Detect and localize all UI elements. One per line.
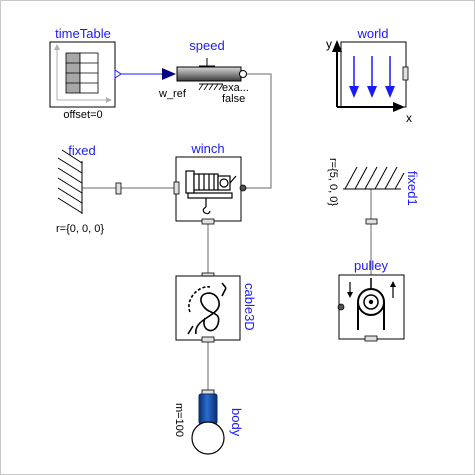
cable3d-block[interactable]: cable3D [175, 272, 257, 343]
world-frame-port[interactable] [402, 66, 409, 81]
speed-shaft [176, 66, 242, 82]
speed-label: speed [189, 38, 224, 53]
time-table-output-port[interactable] [114, 69, 122, 79]
time-table-y-arrow [54, 44, 60, 50]
table-grid-icon [65, 52, 99, 94]
world-x-arrow [393, 102, 405, 112]
speed-input-label: w_ref [158, 88, 187, 100]
speed-support-hatch [198, 83, 224, 91]
fixed1-param: r={5, 0, 0} [327, 158, 339, 206]
speed-input-port[interactable] [162, 68, 176, 80]
rotational-connection[interactable] [243, 73, 272, 189]
time-table-block[interactable]: timeTable offset=0 [49, 26, 122, 121]
pulley-icon [347, 278, 396, 330]
knot-icon [187, 282, 227, 335]
fixed1-ground-hatch [344, 166, 405, 190]
winch-label: winch [190, 141, 224, 156]
fixed1-frame-port[interactable] [365, 218, 378, 225]
cable3d-bottom-port[interactable] [201, 336, 215, 343]
pulley-block[interactable]: pulley [337, 258, 405, 342]
pulley-label: pulley [354, 258, 388, 273]
body-label: body [229, 408, 244, 437]
world-axis-x-label: x [406, 111, 412, 125]
body-rod [198, 393, 218, 425]
pulley-bottom-port[interactable] [364, 335, 378, 342]
pulley-flange-port[interactable] [337, 303, 345, 311]
fixed-ground-hatch [57, 149, 83, 214]
world-y-arrow [332, 40, 342, 52]
fixed-label: fixed [68, 143, 95, 158]
time-table-label: timeTable [55, 26, 111, 41]
body-block[interactable]: body m=100 [173, 389, 244, 455]
speed-param-exact: exa... [222, 82, 249, 94]
speed-block[interactable]: speed w_ref exa... false [158, 38, 249, 105]
fixed1-block[interactable]: fixed1 r={5, 0, 0} [327, 158, 420, 225]
fixed-frame-port[interactable] [115, 182, 122, 195]
winch-icon [185, 170, 237, 215]
time-table-param: offset=0 [63, 109, 102, 121]
speed-param-false: false [222, 93, 245, 105]
fixed-param: r={0, 0, 0} [56, 223, 104, 235]
world-axis-y-label: y [326, 37, 332, 51]
cable3d-label: cable3D [242, 283, 257, 331]
winch-flange-port[interactable] [239, 184, 247, 192]
world-frame [340, 41, 407, 108]
body-frame-port[interactable] [201, 389, 215, 395]
body-param: m=100 [173, 403, 185, 437]
fixed-block[interactable]: fixed r={0, 0, 0} [56, 143, 122, 235]
fixed1-label: fixed1 [405, 171, 420, 206]
winch-frame-port[interactable] [173, 181, 180, 195]
gravity-arrows-icon [349, 56, 395, 98]
connections [82, 73, 372, 390]
time-table-x-arrow [106, 97, 112, 103]
winch-block[interactable]: winch [173, 141, 247, 225]
world-label: world [356, 26, 388, 41]
body-sphere [191, 421, 225, 455]
world-block[interactable]: world y x [326, 26, 412, 125]
winch-cable-port[interactable] [201, 218, 215, 225]
speed-flange-port[interactable] [239, 70, 247, 78]
